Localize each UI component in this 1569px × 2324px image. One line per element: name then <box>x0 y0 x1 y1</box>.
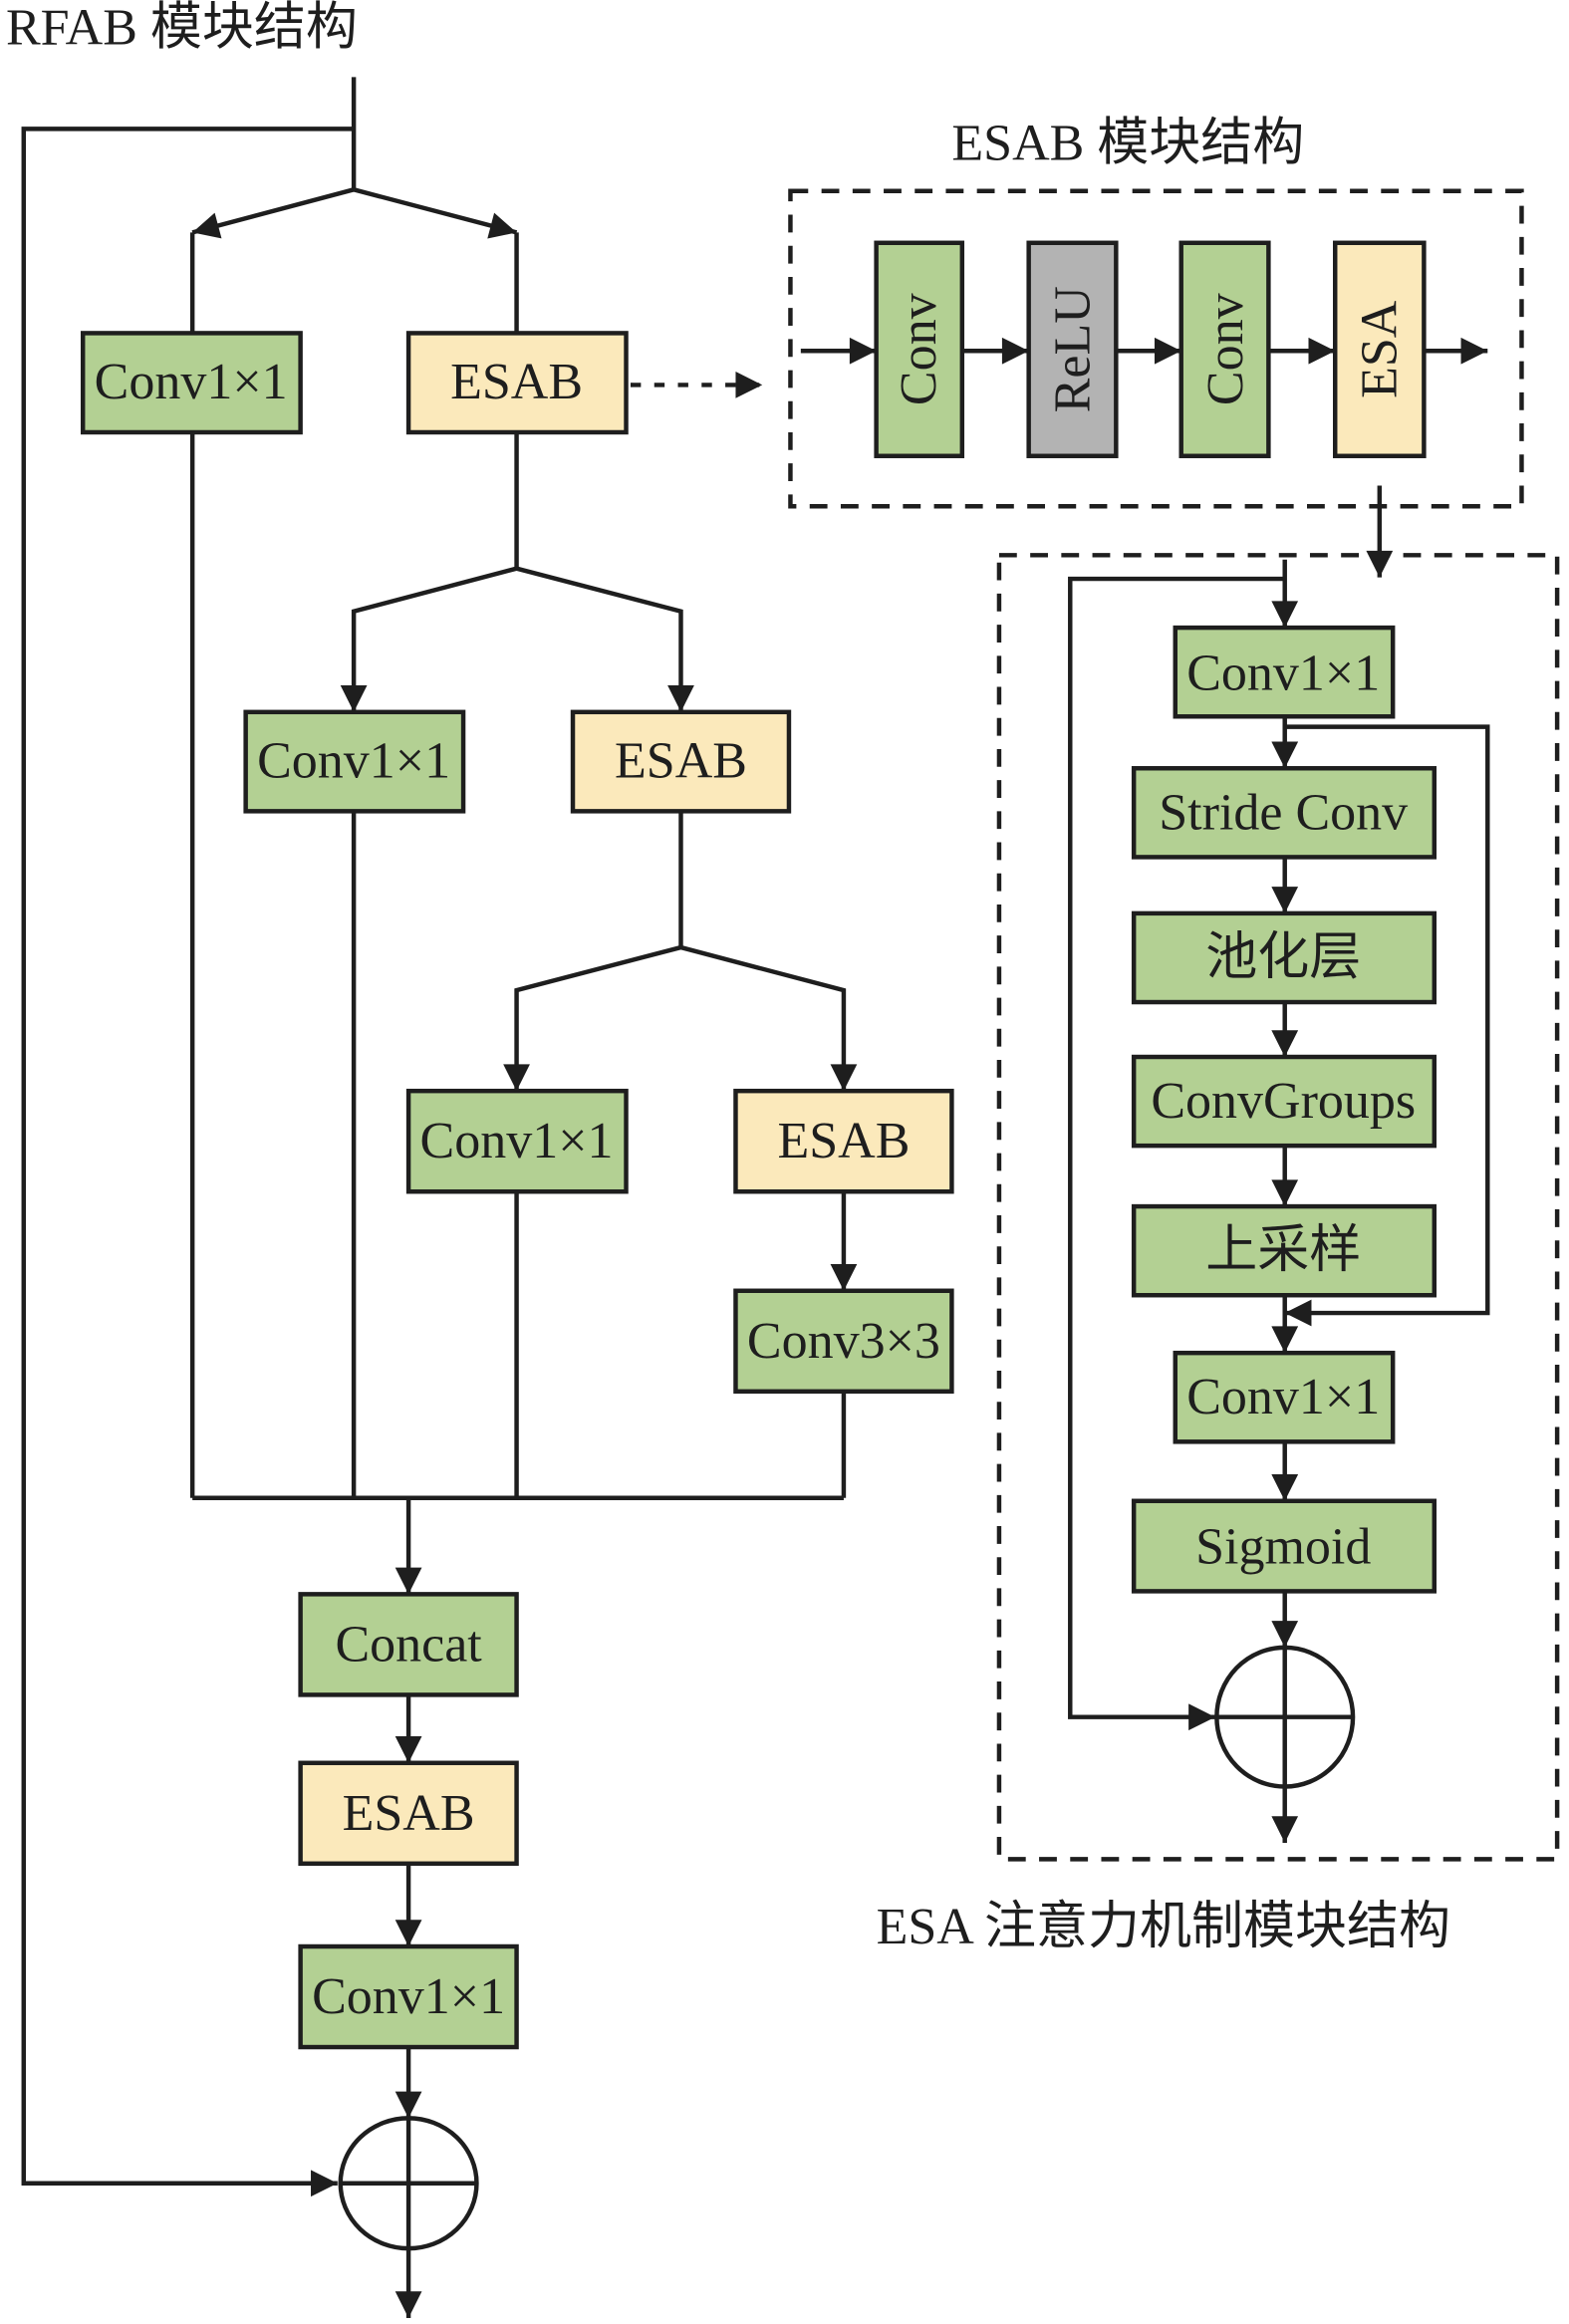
esa-upsample-label: 上采样 <box>1205 1222 1361 1279</box>
esa-sum-icon <box>1214 1645 1356 1789</box>
esa-convgroups-label: ConvGroups <box>1151 1073 1416 1130</box>
esa-structure: Conv1×1 Stride Conv 池化层 ConvGroups 上采样 C… <box>996 553 1560 1862</box>
rfab-l3-conv1x1-label: Conv1×1 <box>420 1113 614 1169</box>
rfab-l1-conv1x1-box <box>80 331 303 435</box>
esa-stride-conv-box <box>1131 766 1438 860</box>
split1-left-arrow <box>191 187 355 239</box>
rfab-tail-conv1x1-label: Conv1×1 <box>312 1968 505 2025</box>
esab-relu-box <box>1026 240 1119 458</box>
rfab-l1-conv1x1-label: Conv1×1 <box>95 354 288 410</box>
esa-stride-conv-label: Stride Conv <box>1159 784 1408 841</box>
esab-conv1-box <box>874 240 965 458</box>
esa-conv1x1-a-box <box>1173 625 1396 719</box>
rfab-tail-esab-box <box>298 1760 519 1867</box>
esa-sigmoid-label: Sigmoid <box>1195 1518 1371 1575</box>
rfab-tail-esab-label: ESAB <box>343 1785 475 1842</box>
rfab-conv3x3-box <box>733 1288 954 1395</box>
esa-conv1x1-a-label: Conv1×1 <box>1186 646 1380 702</box>
split2-left-arrow <box>340 566 518 712</box>
split1-right-arrow <box>353 187 518 239</box>
rfab-structure: Conv1×1 ESAB Conv1×1 ESAB Conv1×1 ESAB C… <box>21 77 954 2318</box>
rfab-skip-connection <box>21 127 355 2197</box>
rfab-sum-icon <box>338 2116 479 2251</box>
split2-right-arrow <box>515 566 694 712</box>
esab-esa-box <box>1333 240 1427 458</box>
esab-structure: Conv ReLU Conv ESA <box>788 188 1524 578</box>
esab-conv2-box <box>1178 240 1271 458</box>
esa-convgroups-box <box>1131 1054 1438 1149</box>
split3-left-arrow <box>503 944 682 1092</box>
esab-conv2-label: Conv <box>1197 293 1254 405</box>
esab-relu-label: ReLU <box>1045 286 1102 412</box>
rfab-l2-conv1x1-box <box>243 709 466 814</box>
esa-conv1x1-b-label: Conv1×1 <box>1186 1369 1380 1425</box>
rfab-l1-esab-box <box>405 331 629 435</box>
esa-title: ESA 注意力机制模块结构 <box>877 1899 1450 1955</box>
rfab-concat-label: Concat <box>335 1616 482 1673</box>
esa-skip-connection <box>1068 576 1285 1731</box>
esa-pooling-label: 池化层 <box>1205 929 1361 986</box>
rfab-l2-esab-box <box>570 709 792 814</box>
rfab-conv3x3-label: Conv3×3 <box>747 1313 940 1370</box>
rfab-tail-conv1x1-box <box>298 1943 519 2050</box>
rfab-l3-conv1x1-box <box>405 1088 629 1194</box>
esa-inner-skip <box>1284 724 1490 1327</box>
esab-title: ESAB 模块结构 <box>951 116 1304 172</box>
esab-esa-label: ESA <box>1351 300 1408 398</box>
rfab-title: RFAB 模块结构 <box>6 0 358 57</box>
rfab-l2-esab-label: ESAB <box>615 732 747 789</box>
rfab-l3-esab-label: ESAB <box>777 1113 910 1169</box>
esa-conv1x1-b-box <box>1173 1350 1396 1444</box>
split3-right-arrow <box>679 944 858 1092</box>
rfab-l1-esab-label: ESAB <box>450 354 583 410</box>
rfab-l2-conv1x1-label: Conv1×1 <box>257 732 450 789</box>
rfab-l3-esab-box <box>733 1088 954 1194</box>
esab-dashed-frame <box>788 188 1524 509</box>
esab-conv1-label: Conv <box>891 293 947 405</box>
